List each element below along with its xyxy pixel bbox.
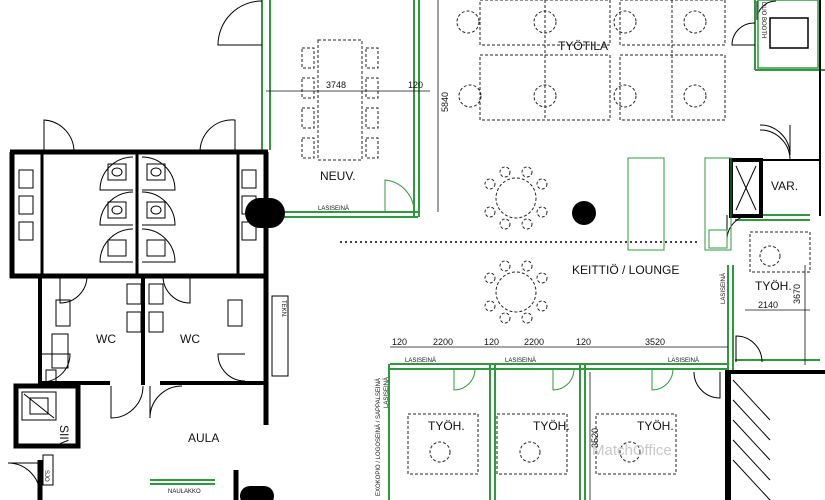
room-label-tyotila: TYÖTILA — [558, 39, 608, 53]
watermark: MatchOffice — [592, 442, 672, 459]
pillar-center — [572, 201, 596, 225]
dim-office-height: 3520 — [590, 428, 600, 448]
room-label-wc-right: WC — [180, 332, 200, 346]
room-label-aula: AULA — [188, 431, 219, 445]
label-sjo: SJO — [43, 470, 49, 482]
room-label-neuv: NEUV. — [320, 169, 356, 183]
room-label-siiv: SIIV — [57, 425, 71, 448]
label-lasisein-row-1: LASISEINÄ — [405, 357, 436, 364]
dim-tyoh-width: 2140 — [758, 300, 778, 310]
round-tables — [484, 166, 548, 324]
dim-row-5: 120 — [576, 337, 591, 347]
room-label-tyoh-2: TYÖH. — [533, 419, 570, 433]
dim-neuv-width: 3748 — [326, 80, 346, 90]
dim-row-6: 3520 — [645, 337, 665, 347]
dim-tyoh-height: 3670 — [792, 284, 802, 304]
room-label-tyoh-1: TYÖH. — [428, 419, 465, 433]
dimension-lines — [266, 0, 810, 500]
dim-row-2: 2200 — [433, 337, 453, 347]
pillar-bottom — [240, 486, 274, 500]
dim-row-4: 2200 — [524, 337, 544, 347]
bikes — [732, 379, 771, 500]
label-vertical-note: EXOKOPIO / LOGOSEINÄ / SAPPALSEINÄ — [375, 378, 382, 496]
label-lasisein-right: LASISEINÄ — [720, 273, 727, 304]
door-swings — [7, 0, 791, 496]
room-label-var: VAR. — [771, 179, 798, 193]
room-label-tyoh-3: TYÖH. — [637, 419, 674, 433]
room-label-tyoh-right: TYÖH. — [755, 279, 792, 293]
dim-row-1: 120 — [392, 337, 407, 347]
label-lasisein-row-2: LASISEINÄ — [505, 357, 536, 364]
wc-fixtures — [18, 163, 289, 486]
office-furniture — [407, 231, 811, 475]
label-lasisein-left-vertical: LASISEINÄ — [383, 377, 390, 408]
dim-neuv-wall: 120 — [408, 80, 423, 90]
pillar-left — [245, 198, 285, 228]
glass-walls — [150, 0, 825, 500]
dim-neuv-height: 5840 — [440, 92, 450, 112]
var-cabinet — [735, 165, 757, 211]
label-naulakko: NAULAKKO — [168, 489, 201, 495]
label-tekniikka: TEKN. — [280, 300, 286, 318]
workstations — [456, 0, 726, 121]
label-lasisein-row-3: LASISEINÄ — [668, 357, 699, 364]
meeting-table — [301, 39, 379, 161]
room-label-keittio: KEITTIÖ / LOUNGE — [572, 263, 679, 277]
structural-walls — [9, 0, 825, 500]
duo-booth — [757, 0, 819, 69]
kitchen-counters — [627, 157, 732, 251]
room-label-wc-left: WC — [96, 332, 116, 346]
room-label-duo-booth: DUO BOOTH — [760, 2, 766, 38]
dim-row-3: 120 — [484, 337, 499, 347]
label-lasisein-neuv: LASISEINÄ — [318, 205, 349, 212]
